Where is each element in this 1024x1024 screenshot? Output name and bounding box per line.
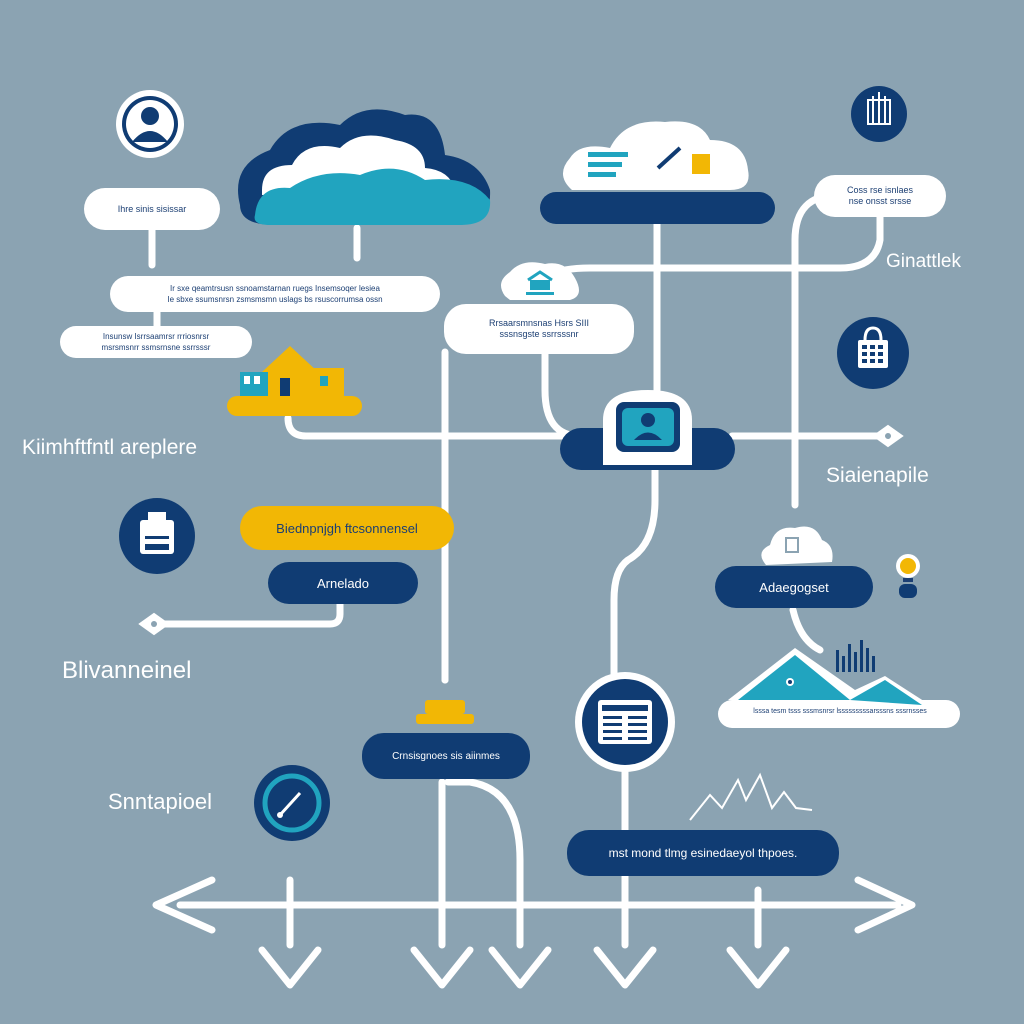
- calendar-icon: [837, 317, 909, 389]
- user-card-icon: [560, 390, 735, 470]
- navy-left-box: Arnelado: [268, 562, 418, 604]
- navy-right-text: Adaegogset: [759, 579, 829, 595]
- navy-bottom-wide-box: mst mond tlmg esinedaeyol thpoes.: [567, 830, 839, 876]
- top-right-box-text: Coss rse isnlaes nse onsst srsse: [846, 185, 914, 206]
- tray-icon: [416, 700, 474, 724]
- side-label-left-1: Kiimhftfntl areplere: [22, 436, 198, 459]
- small-cloud-icon: [761, 526, 833, 565]
- house-icon: [227, 346, 362, 416]
- left-small-box-2: Insunsw Isrrsaamrsr rrriosnrsr msrsmsnrr…: [60, 326, 252, 358]
- mountain-chart-icon: [718, 640, 960, 728]
- center-cloud-box: Rrsaarsmnsnas Hsrs SIII sssnsgste ssrrss…: [444, 304, 634, 354]
- navy-bottom-center-text: Crnsisgnoes sis aiinmes: [392, 750, 500, 762]
- user-avatar-icon: [116, 90, 184, 158]
- navy-bottom-center-box: Crnsisgnoes sis aiinmes: [362, 733, 530, 779]
- navy-right-box: Adaegogset: [715, 566, 873, 608]
- mid-left-long-text: Ir sxe qeamtrsusn ssnoamstarnan ruegs In…: [167, 284, 383, 304]
- mid-left-long-box: Ir sxe qeamtrsusn ssnoamstarnan ruegs In…: [110, 276, 440, 312]
- side-label-right-2: Siaienapile: [826, 464, 929, 487]
- lightbulb-icon: [896, 554, 920, 598]
- printer-icon: [119, 498, 195, 574]
- center-cloud-box-text: Rrsaarsmnsnas Hsrs SIII sssnsgste ssrrss…: [488, 318, 590, 339]
- browser-window-icon: [575, 672, 675, 772]
- side-label-left-2: Blivanneinel: [62, 657, 192, 684]
- cloud-icon: [238, 109, 491, 225]
- navy-bar-top: [540, 192, 775, 224]
- yellow-label-text: Biednpnjgh ftcsonnensel: [276, 520, 418, 536]
- top-left-box-text: Ihre sinis sisissar: [117, 203, 187, 214]
- navy-left-text: Arnelado: [316, 575, 370, 591]
- box-icon: [501, 262, 579, 300]
- navy-bottom-wide-text: mst mond tlmg esinedaeyol thpoes.: [608, 846, 798, 860]
- building-icon: [851, 86, 907, 142]
- top-right-box: Coss rse isnlaes nse onsst srsse: [814, 175, 946, 217]
- mountain-caption: lsssa tesm tsss sssmsnrsr lsssssssssarss…: [753, 708, 927, 715]
- left-small-box-2-text: Insunsw Isrrsaamrsr rrriosnrsr msrsmsnrr…: [101, 332, 211, 352]
- side-label-left-3: Snntapioel: [108, 789, 212, 814]
- top-left-box: Ihre sinis sisissar: [84, 188, 220, 230]
- yellow-label-box: Biednpnjgh ftcsonnensel: [240, 506, 454, 550]
- trend-line-icon: [689, 772, 813, 821]
- gauge-icon: [254, 765, 330, 841]
- side-label-right-1: Ginattlek: [886, 251, 961, 272]
- document-cloud-icon: [562, 121, 749, 190]
